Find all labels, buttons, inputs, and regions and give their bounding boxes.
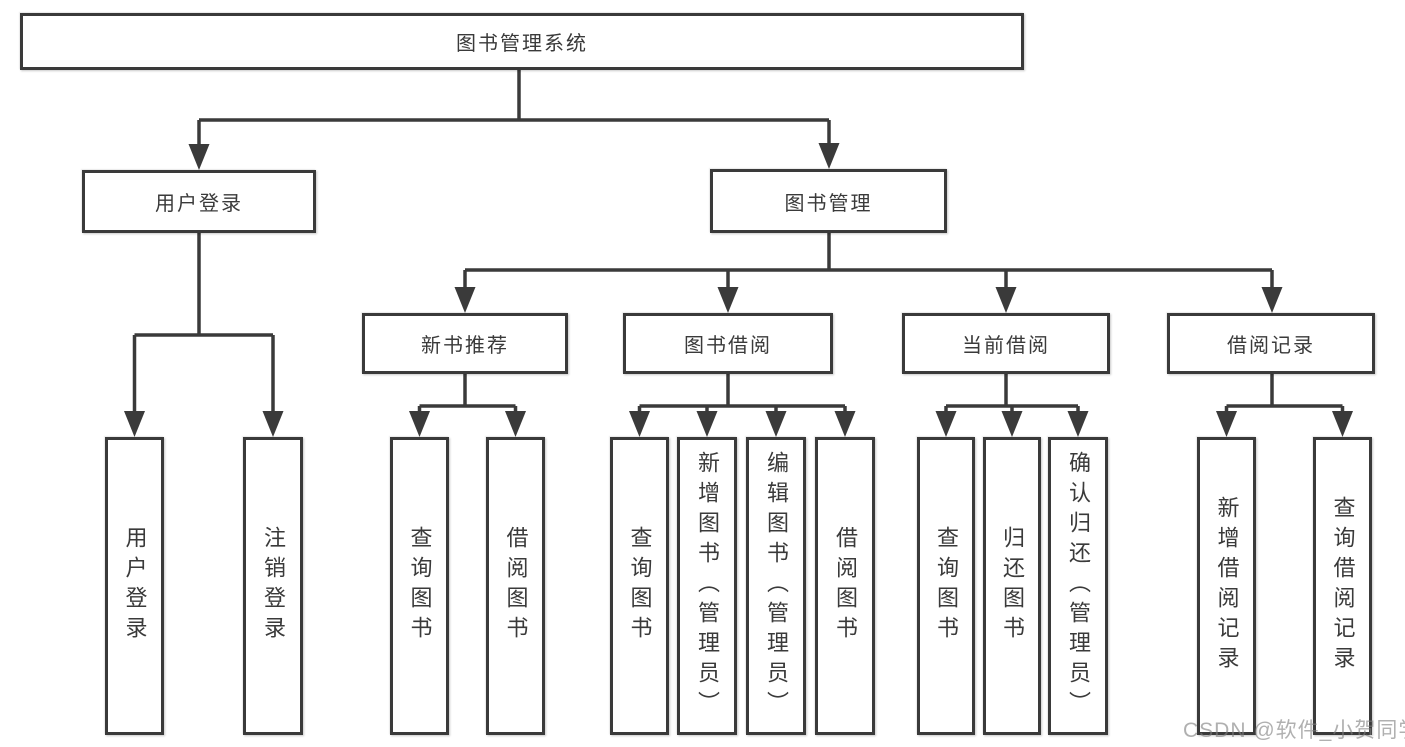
leaf-query-books-current: 查询图书 — [917, 437, 975, 735]
leaf-user-login: 用户登录 — [105, 437, 164, 735]
leaf-borrow-books-borrowing: 借阅图书 — [815, 437, 875, 735]
leaf-add-books-admin: 新增图书（管理员） — [677, 437, 737, 735]
leaf-return-books: 归还图书 — [983, 437, 1041, 735]
leaf-confirm-return-admin: 确认归还（管理员） — [1048, 437, 1108, 735]
arrowheads — [124, 143, 1353, 437]
leaf-add-borrowing-record: 新增借阅记录 — [1197, 437, 1256, 735]
node-user-login: 用户登录 — [82, 170, 316, 233]
node-book-management: 图书管理 — [710, 169, 947, 233]
node-book-management-system: 图书管理系统 — [20, 13, 1024, 70]
node-new-book-recommendation: 新书推荐 — [362, 313, 568, 374]
node-book-borrowing: 图书借阅 — [623, 313, 833, 374]
leaf-query-books-recommend: 查询图书 — [390, 437, 449, 735]
leaf-logout: 注销登录 — [243, 437, 303, 735]
leaf-query-books-borrowing: 查询图书 — [610, 437, 669, 735]
node-current-borrowing: 当前借阅 — [902, 313, 1110, 374]
leaf-borrow-books-recommend: 借阅图书 — [486, 437, 545, 735]
leaf-query-borrowing-record: 查询借阅记录 — [1313, 437, 1372, 735]
leaf-edit-books-admin: 编辑图书（管理员） — [746, 437, 806, 735]
node-borrowing-records: 借阅记录 — [1167, 313, 1375, 374]
